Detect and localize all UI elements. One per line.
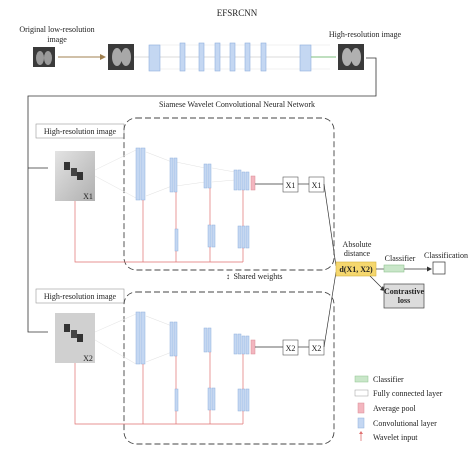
legend-wavelet-label: Wavelet input <box>373 433 418 442</box>
legend-fc-label: Fully connected layer <box>373 389 443 398</box>
branch2-wavelet-tile <box>55 313 95 363</box>
contrastive-loss-box <box>383 283 425 309</box>
loss-label-line2: loss <box>398 296 410 305</box>
branch2-input-label: High-resolution image <box>44 292 117 301</box>
branch2-fc-1-label: X2 <box>286 344 296 353</box>
efsrcnn-conv-4 <box>214 42 221 72</box>
branch2-avg-pool <box>250 339 256 355</box>
classification-label: Classification <box>424 251 468 260</box>
siamese-title: Siamese Wavelet Convolutional Neural Net… <box>159 100 315 109</box>
branch2-conv-stack <box>94 311 256 412</box>
efsrcnn-conv-8 <box>299 44 312 72</box>
branch2-wavelet-lines <box>74 352 244 425</box>
branch1-fc-1-label: X1 <box>286 181 296 190</box>
loss-label-line1: Contrastive <box>384 287 424 296</box>
high-res-xray-thumbnail <box>338 44 364 70</box>
efsrcnn-conv-3 <box>198 42 205 72</box>
input-label-line2: image <box>47 35 67 44</box>
distance-formula: d(X1, X2) <box>339 265 373 274</box>
legend: Classifier Fully connected layer Average… <box>354 375 443 442</box>
branch1-input-label: High-resolution image <box>44 127 117 136</box>
branch1-wavelet-lines <box>74 188 244 263</box>
branch2-fc-2 <box>308 339 325 356</box>
output-connector <box>27 57 377 333</box>
legend-conv-label: Convolutional layer <box>373 419 437 428</box>
efsrcnn-conv-2 <box>179 42 186 72</box>
efsrcnn-conv-5 <box>229 42 236 72</box>
low-res-xray-thumbnail <box>33 47 55 67</box>
classifier-box <box>383 264 405 273</box>
branch2-network-box <box>123 291 335 445</box>
branch1-fc-2-label: X1 <box>312 181 322 190</box>
efsrcnn-conv-1 <box>148 44 161 72</box>
efsrcnn-conv-6 <box>244 42 251 72</box>
upsampled-xray-thumbnail <box>108 44 134 70</box>
legend-classifier-label: Classifier <box>373 375 404 384</box>
branch2-fc-2-label: X2 <box>312 344 322 353</box>
efsrcnn-conv-7 <box>260 42 267 72</box>
efsrcnn-layer-strip <box>134 42 336 72</box>
legend-classifier-swatch <box>354 375 369 383</box>
distance-label-line2: distance <box>344 249 371 258</box>
branch1-tile-label: X1 <box>83 192 93 201</box>
branch1-wavelet-tile <box>55 151 95 201</box>
branch2-tile-label: X2 <box>83 354 93 363</box>
output-label: High-resolution image <box>329 30 402 39</box>
legend-fc-swatch <box>354 389 369 397</box>
branch1-avg-pool <box>250 175 256 191</box>
diagram-title: EFSRCNN <box>217 8 258 18</box>
shared-weights-arrow: ↕ <box>226 272 230 281</box>
branch2-fc-1 <box>282 339 299 356</box>
legend-avgpool-swatch <box>357 402 365 414</box>
legend-conv-swatch <box>357 417 365 429</box>
branch1-conv-stack <box>94 147 256 252</box>
classification-output-box <box>432 261 446 275</box>
classifier-label: Classifier <box>385 254 416 263</box>
branch1-network-box <box>123 117 335 271</box>
branch1-fc-1 <box>282 176 299 193</box>
legend-avgpool-label: Average pool <box>373 404 417 413</box>
shared-weights-label: Shared weights <box>233 272 282 281</box>
distance-label-line1: Absolute <box>343 240 372 249</box>
input-label-line1: Original low-resolution <box>19 25 94 34</box>
